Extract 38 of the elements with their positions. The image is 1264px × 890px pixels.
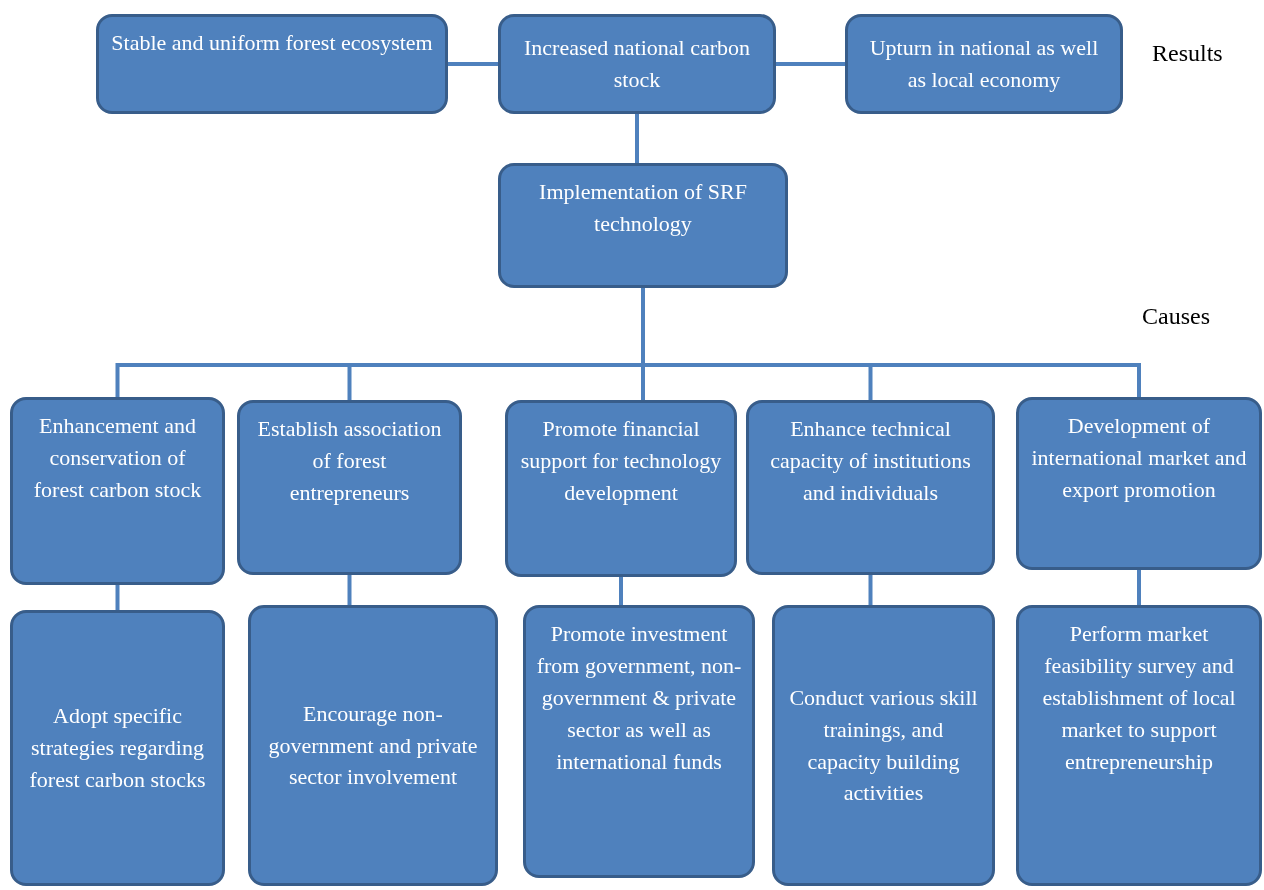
section-label: Results bbox=[1152, 40, 1223, 67]
process-box bbox=[10, 610, 225, 886]
process-box bbox=[772, 605, 995, 886]
box-text: Conduct various skill trainings, and capacity building activities bbox=[788, 683, 979, 808]
box-text: Encourage non-government and private sector involvement bbox=[267, 699, 479, 792]
process-box bbox=[10, 397, 225, 585]
process-box bbox=[1016, 397, 1262, 570]
box-text: Promote financial support for technology development bbox=[519, 415, 723, 507]
connector-line bbox=[635, 114, 639, 163]
process-box bbox=[1016, 605, 1262, 886]
box-text: Development of international market and export promotion bbox=[1030, 412, 1248, 504]
process-box bbox=[845, 14, 1123, 114]
box-text: Adopt specific strategies regarding forest carbon stocks bbox=[28, 702, 207, 794]
process-box bbox=[746, 400, 995, 575]
box-text: Upturn in national as well as local economy bbox=[868, 34, 1100, 94]
connector-line bbox=[619, 577, 623, 605]
box-text: Enhancement and conservation of forest carbon stock bbox=[32, 412, 203, 504]
box-text: Establish association of forest entrepreneurs bbox=[256, 415, 443, 507]
process-box bbox=[523, 605, 755, 878]
process-box bbox=[248, 605, 498, 886]
section-label: Causes bbox=[1142, 303, 1210, 330]
process-box bbox=[237, 400, 462, 575]
box-text: Increased national carbon stock bbox=[523, 34, 751, 94]
box-text: Perform market feasibility survey and establishment of local market to support entrepreneurship bbox=[1041, 620, 1237, 776]
process-box bbox=[505, 400, 737, 577]
process-box bbox=[96, 14, 448, 114]
connector-line bbox=[1137, 570, 1141, 605]
process-box bbox=[498, 163, 788, 288]
connector-line bbox=[448, 62, 498, 66]
process-box bbox=[498, 14, 776, 114]
box-text: Implementation of SRF technology bbox=[538, 178, 748, 238]
connector-line bbox=[115, 585, 120, 610]
box-text: Promote investment from government, non-government & private sector as well as international funds bbox=[536, 620, 742, 776]
connector-line bbox=[776, 62, 845, 66]
box-text: Stable and uniform forest ecosystem bbox=[111, 29, 433, 57]
connector-line bbox=[868, 575, 873, 605]
connector-line bbox=[347, 575, 352, 605]
box-text: Enhance technical capacity of institutions and individuals bbox=[769, 415, 972, 507]
